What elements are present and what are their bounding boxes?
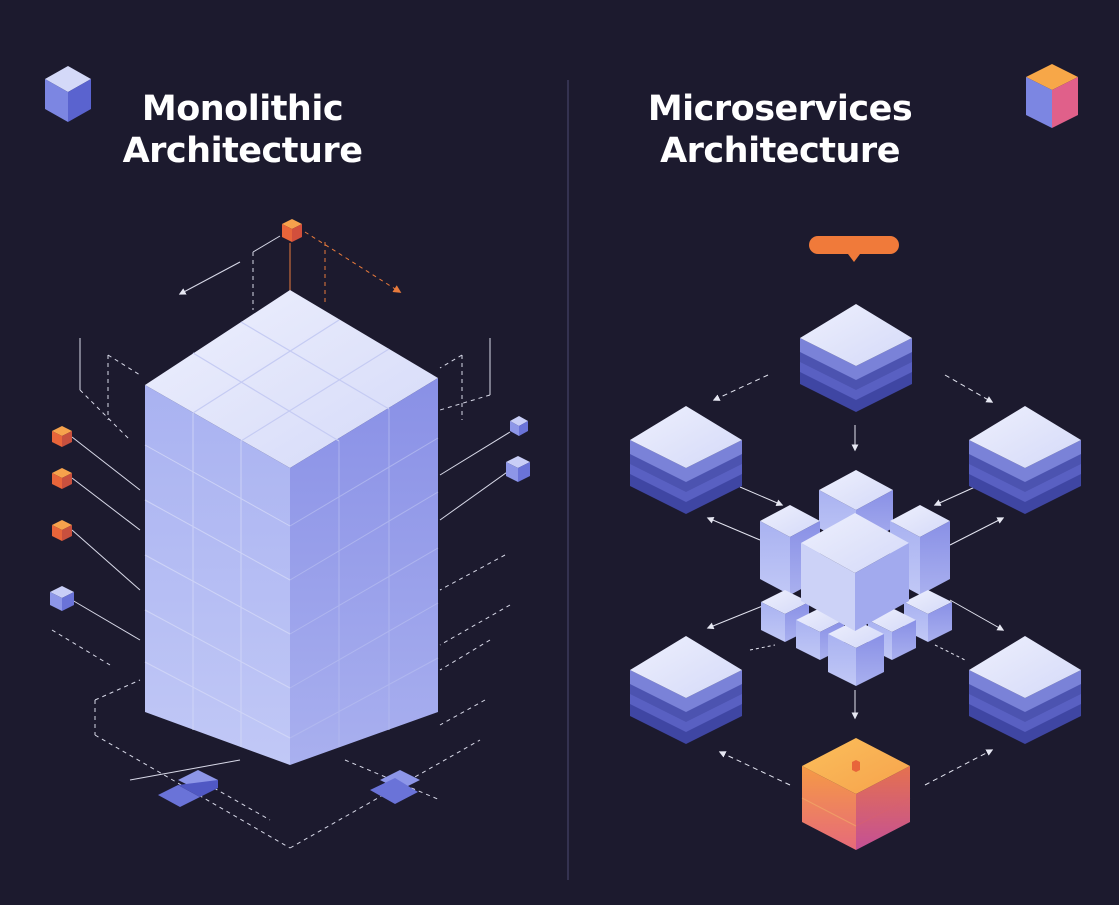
blue-cube-icon: [45, 66, 91, 122]
monolith-top-node: [282, 219, 302, 242]
monolith-left-nodes: [50, 426, 74, 611]
monolithic-title-line2: Architecture: [122, 131, 363, 171]
microservices-title: Microservices Architecture: [630, 88, 930, 172]
service-stack-bottom-left: [630, 636, 742, 744]
service-stack-top: [800, 304, 912, 412]
monolith-right-nodes: [506, 416, 530, 482]
microservices-title-line1: Microservices: [647, 89, 913, 129]
gateway-pill: [809, 236, 899, 262]
monolithic-title: Monolithic Architecture: [100, 88, 385, 172]
service-stack-bottom-right: [969, 636, 1081, 744]
monolith-connectors: [51, 231, 511, 849]
service-stack-left: [630, 406, 742, 514]
monolithic-title-line1: Monolithic: [141, 89, 344, 129]
central-cube-cluster: [760, 470, 952, 686]
orange-pink-cube-icon: [1026, 64, 1078, 128]
service-connectors: [706, 374, 1005, 786]
database-cube: [801, 738, 911, 850]
monolith-base-tiles: [158, 770, 420, 807]
microservices-title-line2: Architecture: [660, 131, 900, 171]
service-stack-right: [969, 406, 1081, 514]
monolith-tower: [144, 290, 439, 765]
